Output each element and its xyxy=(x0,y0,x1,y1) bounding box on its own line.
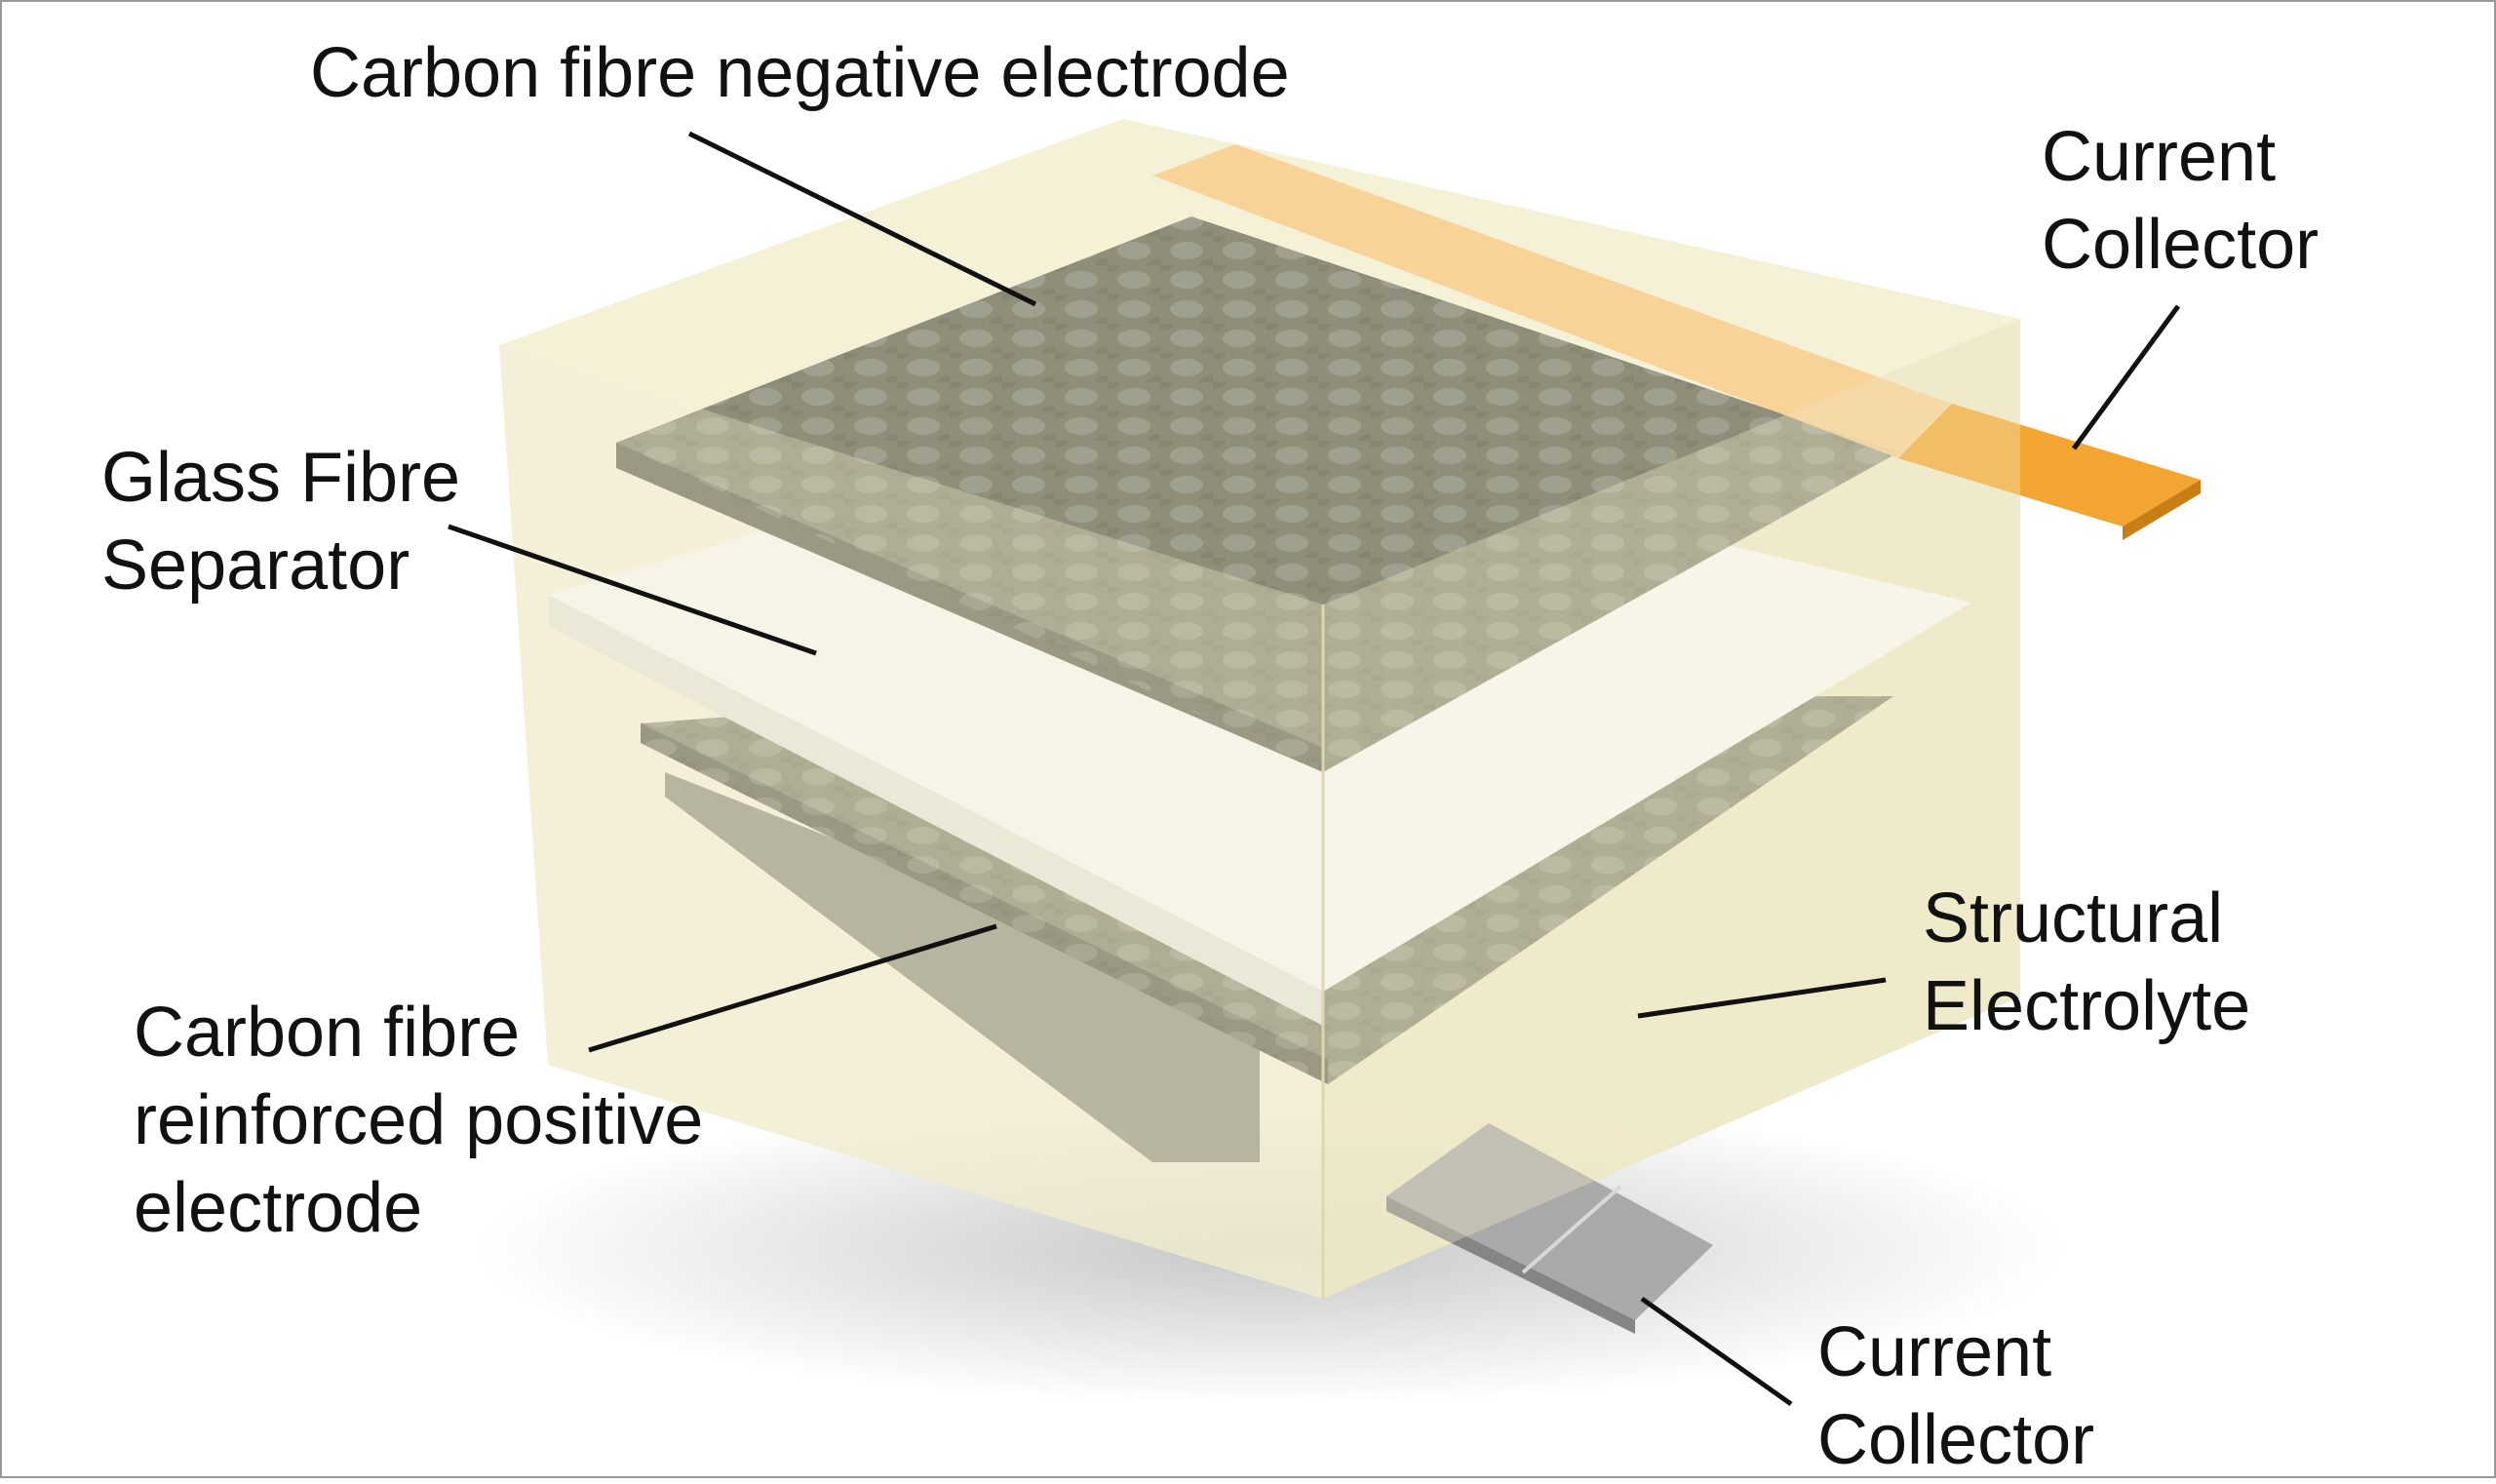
label-current-collector-top: Current Collector xyxy=(2042,113,2319,289)
label-glass-fibre-separator: Glass Fibre Separator xyxy=(101,434,460,609)
label-current-collector-bottom: Current Collector xyxy=(1817,1308,2094,1484)
label-negative-electrode: Carbon fibre negative electrode xyxy=(310,29,1290,117)
label-structural-electrolyte: Structural Electrolyte xyxy=(1923,875,2250,1050)
leader-current-collector-top xyxy=(2074,306,2178,449)
label-positive-electrode: Carbon fibre reinforced positive electro… xyxy=(134,989,703,1252)
